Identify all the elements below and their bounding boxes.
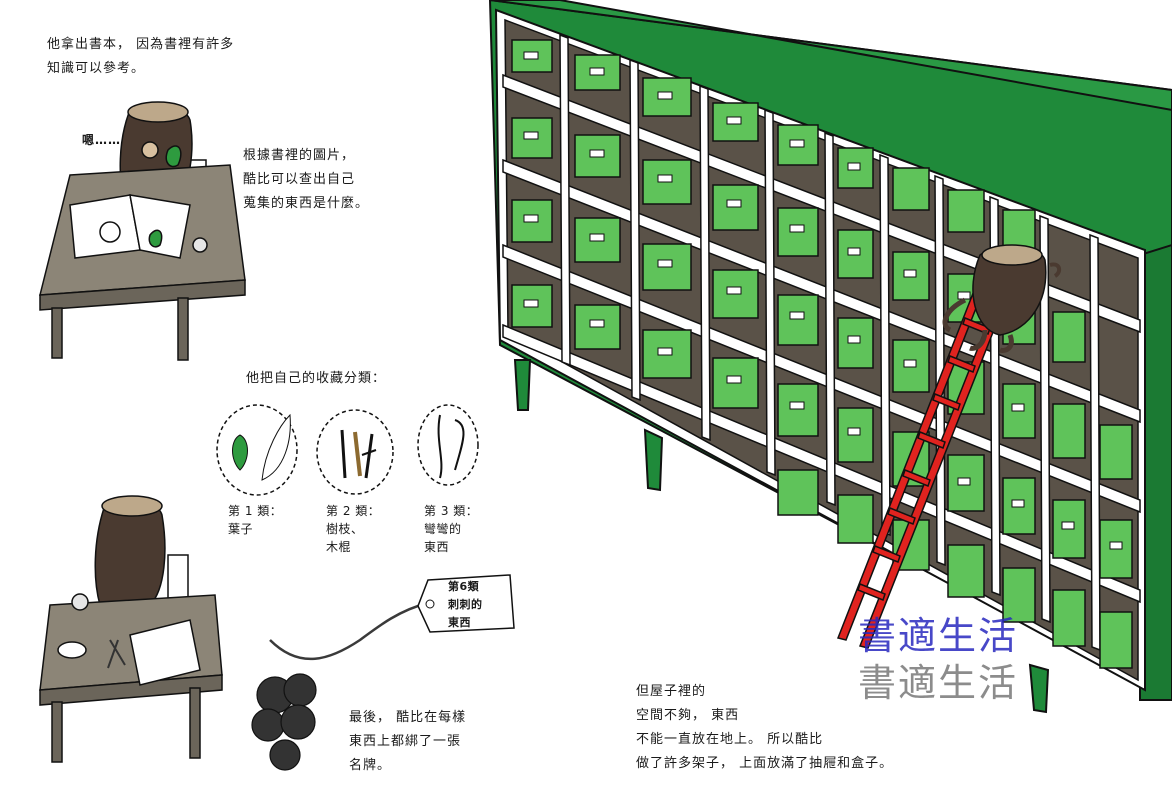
tag-line: 刺刺的 — [448, 598, 483, 611]
name-tag-icon — [251, 574, 515, 771]
curly-icon — [417, 404, 479, 486]
category-3-label: 第 3 類： 彎彎的 東西 — [424, 502, 478, 556]
label-line: 名牌。 — [349, 758, 392, 773]
category-line: 葉子 — [228, 522, 254, 536]
intro-line: 知識可以參考。 — [47, 61, 146, 76]
tag-text: 第6類 刺刺的 東西 — [448, 578, 483, 632]
tag-line: 第6類 — [448, 580, 480, 593]
lookup-text: 根據書裡的圖片， 酷比可以查出自己 蒐集的東西是什麼。 — [243, 144, 369, 216]
closing-line: 但屋子裡的 — [636, 684, 707, 699]
labeling-desk-scene — [39, 495, 223, 763]
intro-text: 他拿出書本， 因為書裡有許多 知識可以參考。 — [47, 33, 234, 81]
twig-icon — [316, 409, 394, 495]
category-line: 木棍 — [326, 540, 352, 554]
ladder-icon — [836, 249, 1022, 649]
lookup-line: 蒐集的東西是什麼。 — [243, 196, 370, 211]
category-line: 彎彎的 — [424, 522, 462, 536]
label-text: 最後， 酷比在每樣 東西上都綁了一張 名牌。 — [349, 706, 466, 778]
closing-line: 空間不夠， 東西 — [636, 708, 740, 723]
lookup-line: 根據書裡的圖片， — [243, 148, 356, 163]
category-icons — [216, 404, 479, 496]
category-1-label: 第 1 類： 葉子 — [228, 502, 282, 538]
category-line: 東西 — [424, 540, 450, 554]
speech-text: 嗯…… — [82, 133, 122, 147]
closing-line: 不能一直放在地上。 所以酷比 — [636, 732, 824, 747]
watermark-blue: 書適生活 — [858, 614, 1019, 658]
label-line: 最後， 酷比在每樣 — [349, 710, 467, 725]
category-line: 第 3 類： — [424, 504, 479, 518]
reading-desk-scene — [39, 101, 246, 361]
label-line: 東西上都綁了一張 — [349, 734, 462, 749]
closing-line: 做了許多架子， 上面放滿了抽屜和盒子。 — [636, 756, 894, 771]
closing-text: 但屋子裡的 空間不夠， 東西 不能一直放在地上。 所以酷比 做了許多架子， 上面… — [636, 680, 893, 776]
tag-line: 東西 — [448, 616, 471, 629]
category-2-label: 第 2 類： 樹枝、 木棍 — [326, 502, 380, 556]
shelf-illustration — [488, 0, 1172, 714]
category-line: 第 2 類： — [326, 504, 381, 518]
category-line: 樹枝、 — [326, 522, 364, 536]
watermark-gray: 書適生活 — [858, 661, 1019, 705]
character-on-ladder — [942, 244, 1062, 353]
classify-intro: 他把自己的收藏分類： — [246, 371, 387, 386]
leaf-icon — [216, 404, 298, 496]
intro-line: 他拿出書本， 因為書裡有許多 — [47, 37, 235, 52]
category-line: 第 1 類： — [228, 504, 283, 518]
lookup-line: 酷比可以查出自己 — [243, 172, 356, 187]
